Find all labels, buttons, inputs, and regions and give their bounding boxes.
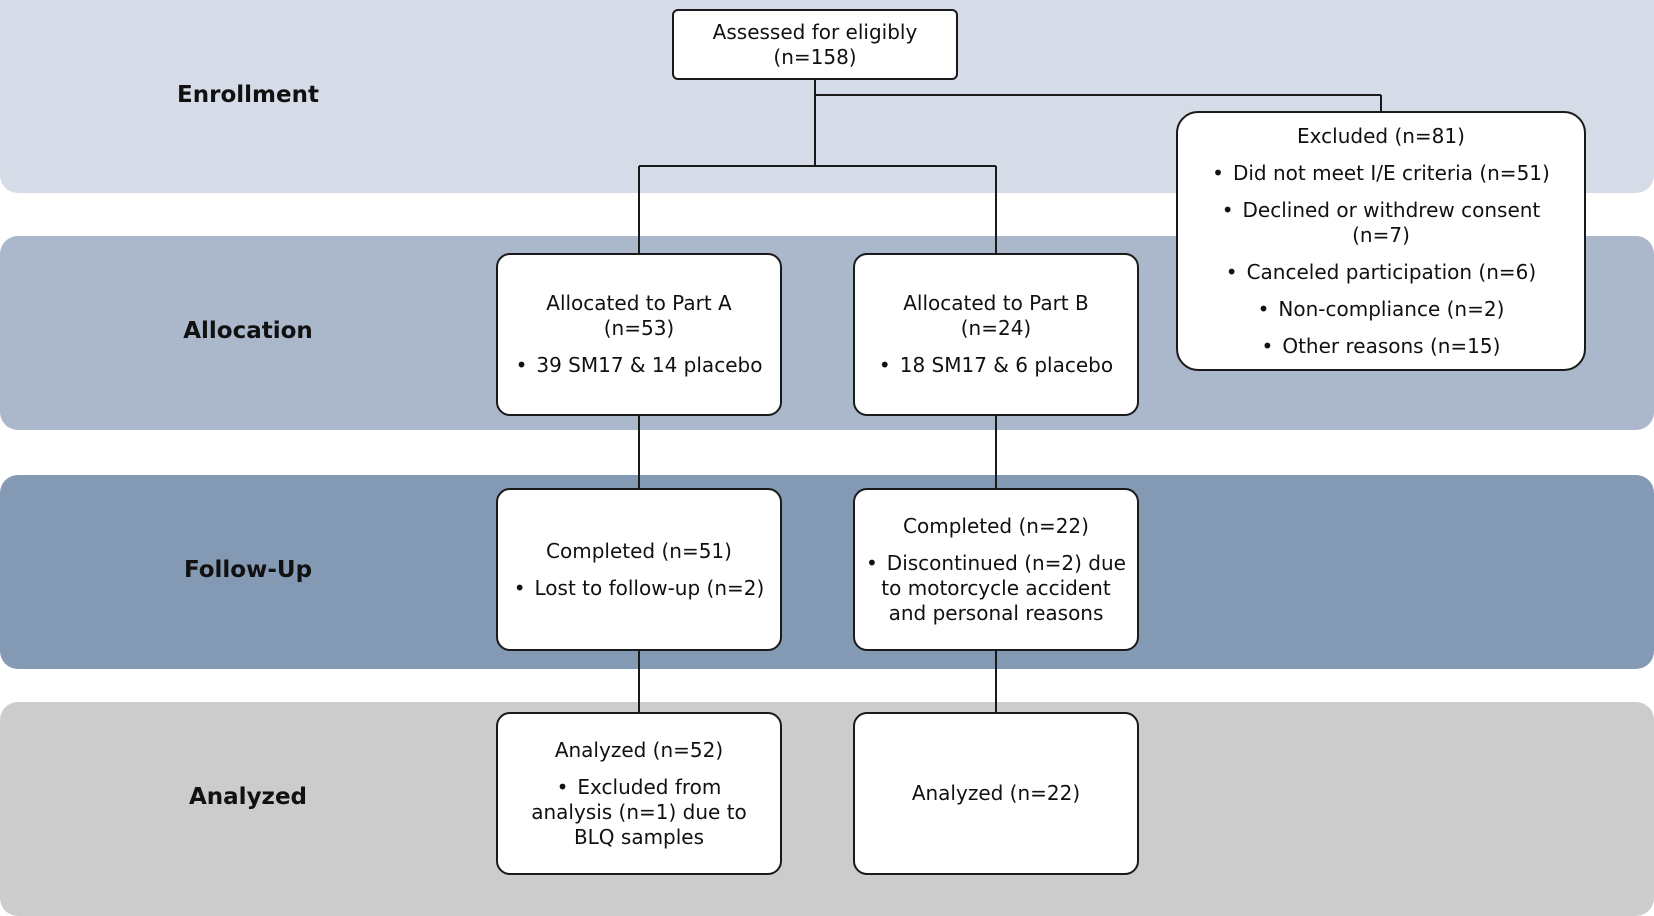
- part-b-analyzed-title: Analyzed (n=22): [911, 781, 1081, 805]
- part-b-follow-up-box: Completed (n=22) Discontinued (n=2) due …: [853, 488, 1139, 651]
- part-a-follow-up-box: Completed (n=51) Lost to follow-up (n=2): [496, 488, 782, 651]
- part-a-analyzed-box: Analyzed (n=52) Excluded from analysis (…: [496, 712, 782, 875]
- stage-label-allocation: Allocation: [183, 318, 313, 344]
- part-b-analyzed-box: Analyzed (n=22): [853, 712, 1139, 875]
- stage-label-enrollment: Enrollment: [177, 82, 319, 108]
- part-b-allocation-bullet: 18 SM17 & 6 placebo: [879, 353, 1113, 378]
- part-a-allocation-box: Allocated to Part A (n=53) 39 SM17 & 14 …: [496, 253, 782, 416]
- part-a-analyzed-title: Analyzed (n=52): [554, 737, 724, 762]
- excluded-item: Canceled participation (n=6): [1226, 260, 1537, 285]
- follow-up-band: [0, 475, 1654, 669]
- analyzed-band: [0, 702, 1654, 916]
- assessed-line2: (n=158): [773, 44, 857, 69]
- assessed-box: Assessed for eligibly (n=158): [672, 9, 958, 80]
- excluded-item: Other reasons (n=15): [1262, 334, 1500, 359]
- excluded-title: Excluded (n=81): [1297, 123, 1465, 148]
- stage-label-analyzed: Analyzed: [188, 784, 308, 810]
- part-b-allocation-title: Allocated to Part B (n=24): [903, 291, 1089, 340]
- part-b-follow-up-bullet: Discontinued (n=2) due to motorcycle acc…: [865, 551, 1127, 626]
- part-b-follow-up-title: Completed (n=22): [903, 513, 1089, 538]
- part-a-allocation-title: Allocated to Part A (n=53): [546, 291, 732, 340]
- part-a-follow-up-title: Completed (n=51): [546, 538, 732, 563]
- part-a-analyzed-bullet: Excluded from analysis (n=1) due to BLQ …: [514, 775, 764, 850]
- excluded-item: Non-compliance (n=2): [1258, 297, 1504, 322]
- assessed-line1: Assessed for eligibly: [712, 19, 918, 44]
- stage-label-follow-up: Follow-Up: [183, 557, 313, 583]
- part-b-allocation-box: Allocated to Part B (n=24) 18 SM17 & 6 p…: [853, 253, 1139, 416]
- excluded-box: Excluded (n=81) Did not meet I/E criteri…: [1176, 111, 1586, 371]
- part-a-allocation-bullet: 39 SM17 & 14 placebo: [516, 353, 762, 378]
- flow-connectors: [638, 79, 1382, 713]
- excluded-item: Declined or withdrew consent (n=7): [1190, 198, 1572, 248]
- part-a-follow-up-bullet: Lost to follow-up (n=2): [514, 576, 765, 601]
- excluded-item: Did not meet I/E criteria (n=51): [1212, 161, 1550, 186]
